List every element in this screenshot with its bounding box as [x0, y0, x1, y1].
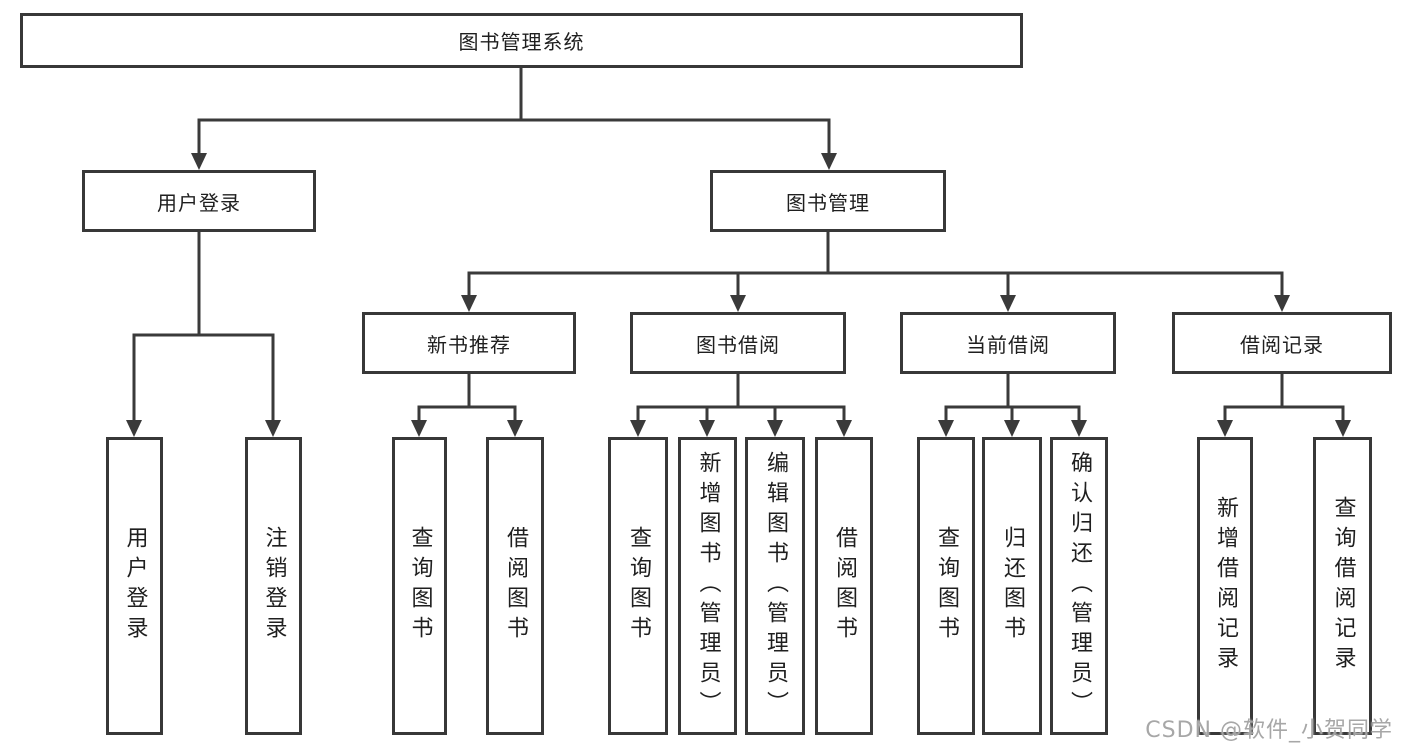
node-current-borrow: 当前借阅: [900, 312, 1116, 374]
leaf-query-borrow-record: 查询借阅记录: [1313, 437, 1372, 735]
leaf-add-book-admin-label: 新增图书（管理员）: [695, 451, 721, 721]
leaf-user-login-label: 用户登录: [122, 526, 148, 646]
leaf-query-books-recommend-label: 查询图书: [407, 526, 433, 646]
node-book-management-label: 图书管理: [786, 190, 870, 215]
leaf-query-books-recommend: 查询图书: [392, 437, 447, 735]
leaf-query-books-borrow-label: 查询图书: [626, 526, 651, 646]
leaf-query-books-borrow: 查询图书: [608, 437, 668, 735]
leaf-edit-book-admin-label: 编辑图书（管理员）: [763, 451, 788, 721]
leaf-borrow-books-recommend-label: 借阅图书: [503, 526, 528, 646]
node-root: 图书管理系统: [20, 13, 1023, 68]
node-user-login-label: 用户登录: [157, 190, 241, 215]
leaf-query-borrow-record-label: 查询借阅记录: [1330, 496, 1356, 676]
leaf-add-borrow-record-label: 新增借阅记录: [1213, 496, 1238, 676]
watermark: CSDN @软件_小贺同学: [1145, 718, 1393, 743]
node-new-book-recommend-label: 新书推荐: [427, 332, 511, 357]
leaf-edit-book-admin: 编辑图书（管理员）: [745, 437, 805, 735]
node-new-book-recommend: 新书推荐: [362, 312, 576, 374]
leaf-user-login: 用户登录: [106, 437, 163, 735]
node-book-borrow-label: 图书借阅: [696, 332, 780, 357]
leaf-add-book-admin: 新增图书（管理员）: [678, 437, 737, 735]
leaf-confirm-return-admin-label: 确认归还（管理员）: [1067, 451, 1092, 721]
leaf-query-books-current-label: 查询图书: [934, 526, 959, 646]
leaf-borrow-books-label: 借阅图书: [832, 526, 857, 646]
node-borrow-records: 借阅记录: [1172, 312, 1392, 374]
node-root-label: 图书管理系统: [458, 30, 585, 54]
leaf-logout: 注销登录: [245, 437, 302, 735]
node-book-borrow: 图书借阅: [630, 312, 846, 374]
node-current-borrow-label: 当前借阅: [966, 332, 1050, 357]
leaf-return-books: 归还图书: [982, 437, 1042, 735]
node-borrow-records-label: 借阅记录: [1240, 332, 1324, 357]
leaf-logout-label: 注销登录: [261, 526, 287, 646]
leaf-borrow-books: 借阅图书: [815, 437, 873, 735]
node-user-login: 用户登录: [82, 170, 316, 232]
leaf-borrow-books-recommend: 借阅图书: [486, 437, 544, 735]
leaf-confirm-return-admin: 确认归还（管理员）: [1050, 437, 1108, 735]
node-book-management: 图书管理: [710, 170, 946, 232]
leaf-return-books-label: 归还图书: [1000, 526, 1025, 646]
leaf-query-books-current: 查询图书: [917, 437, 975, 735]
leaf-add-borrow-record: 新增借阅记录: [1197, 437, 1253, 735]
